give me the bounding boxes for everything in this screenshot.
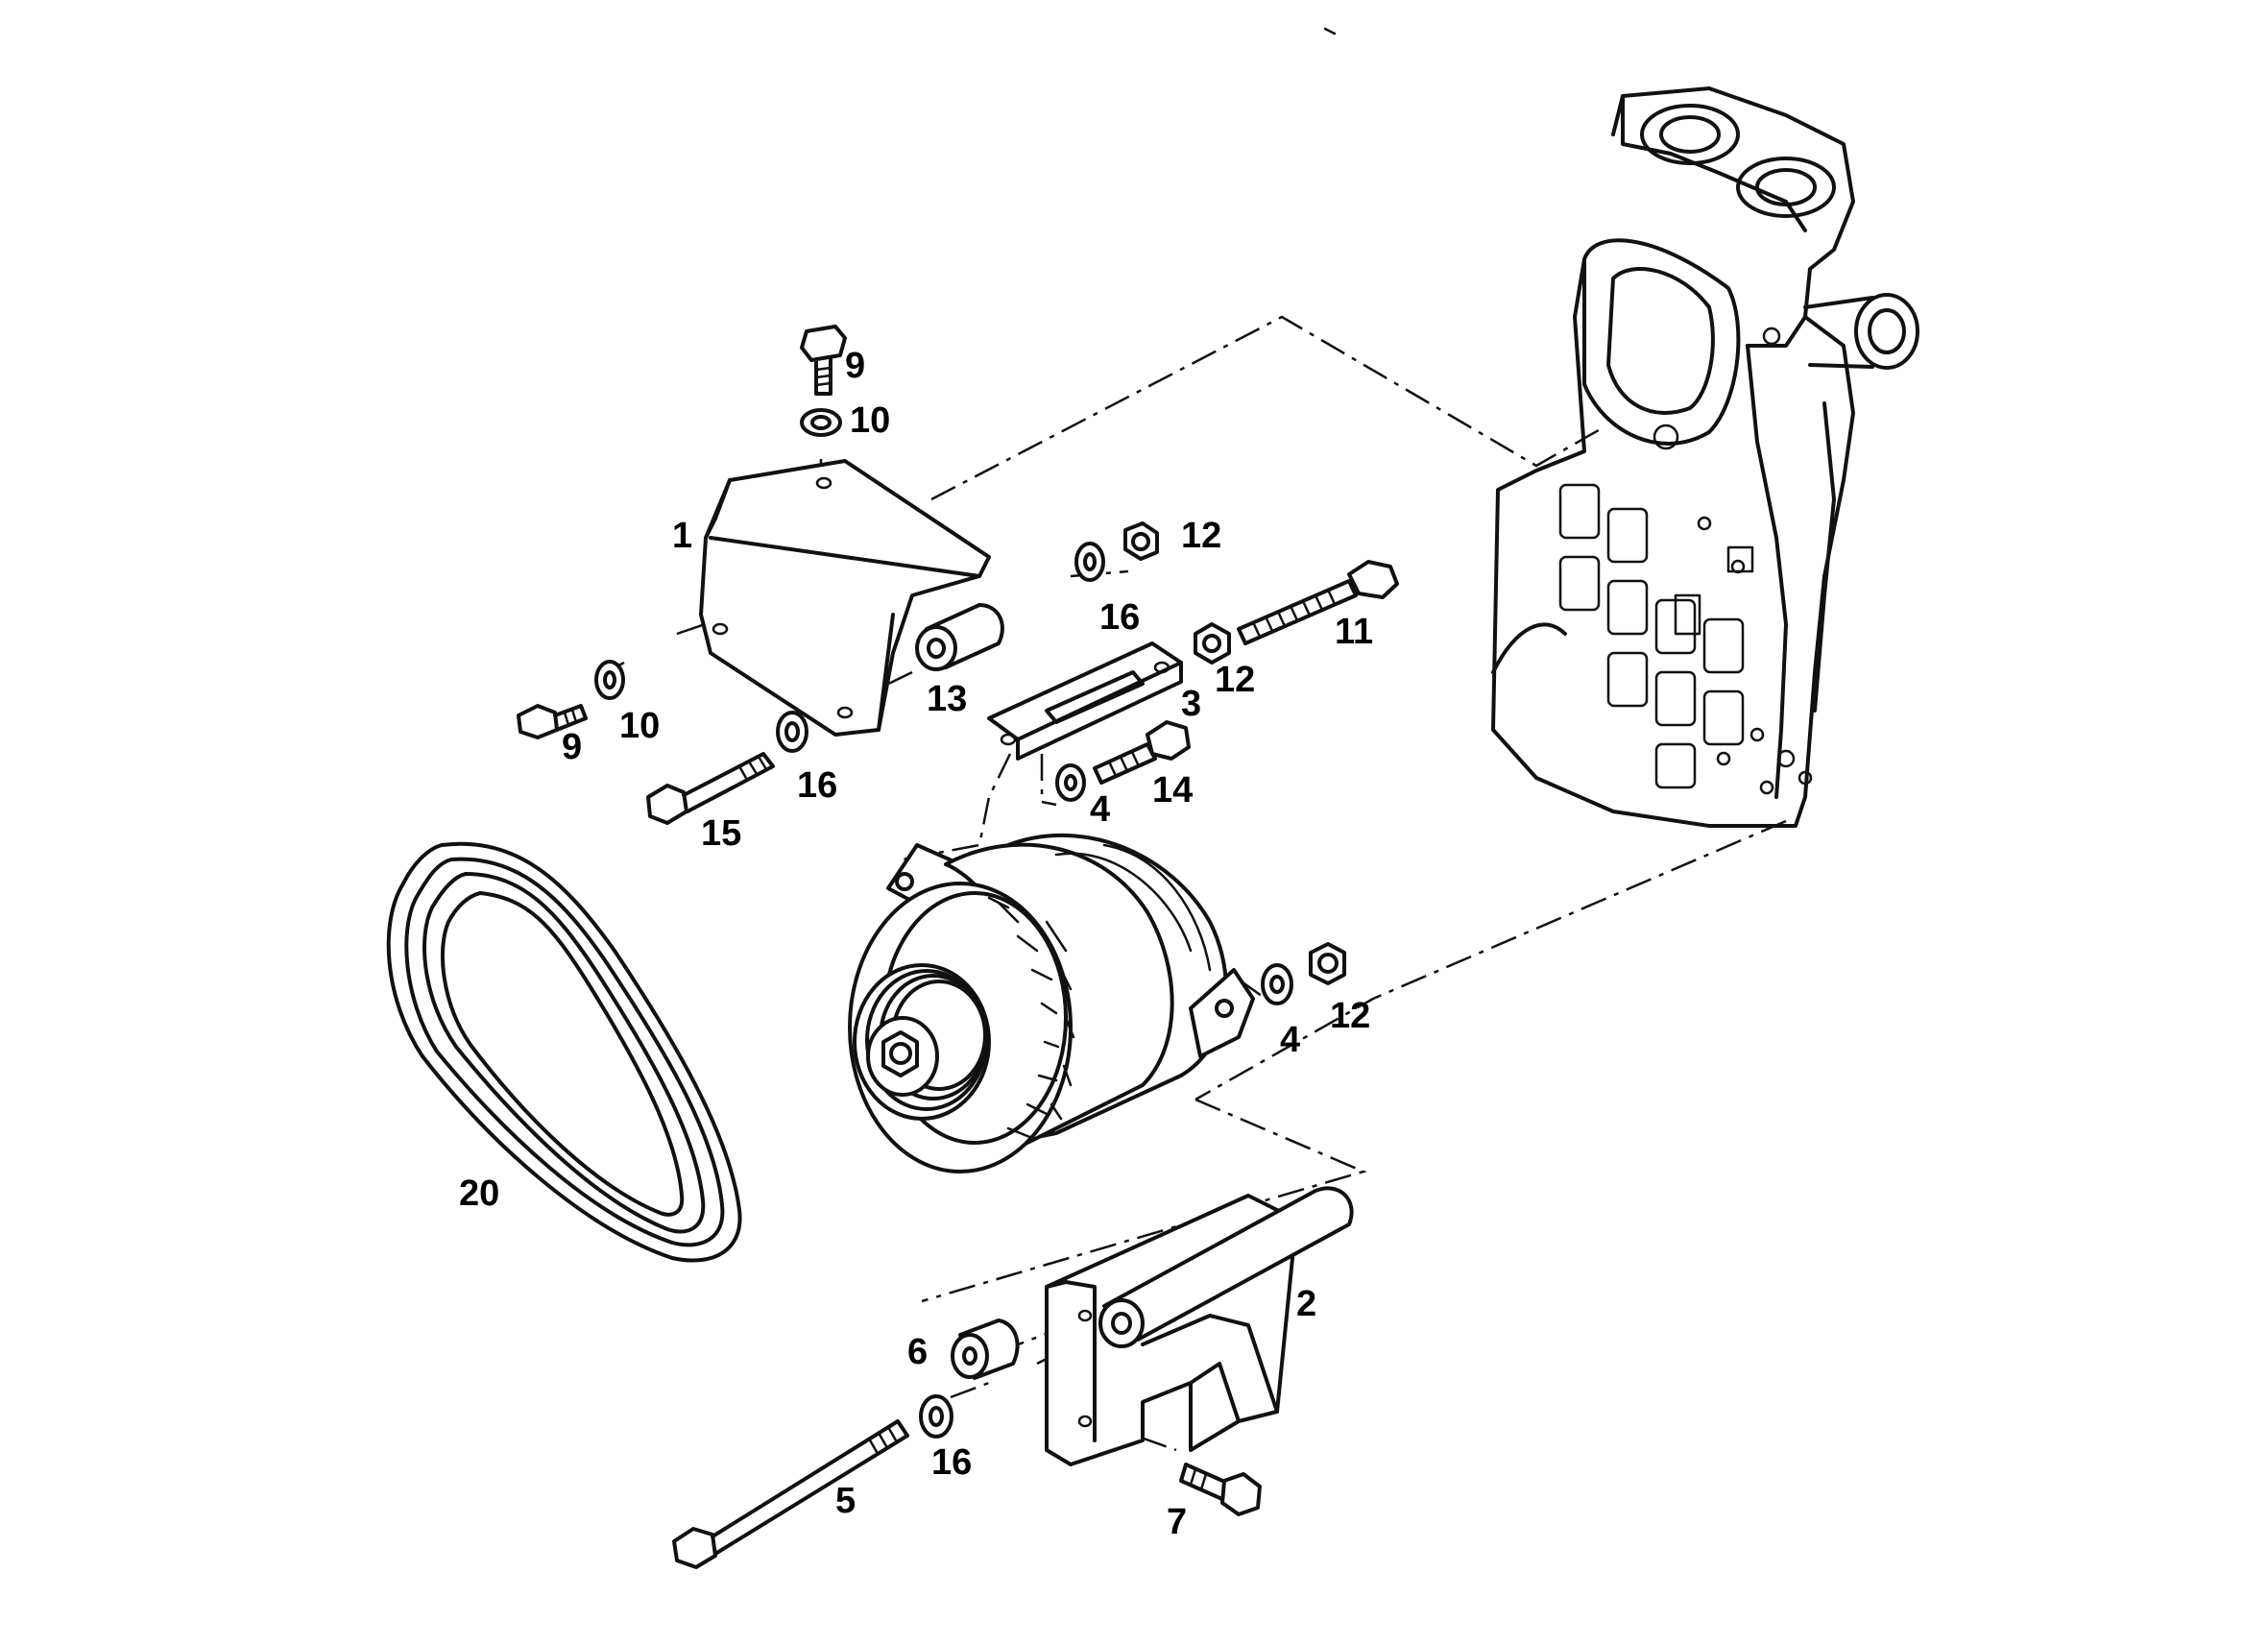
part-labels: 9 10 1 9 10 13 12 16 11 12 3 16 15 4 14 … [459,346,1373,1542]
nut-12-middle [1194,622,1231,665]
label-12-lower: 12 [1330,996,1370,1036]
label-14: 14 [1152,770,1193,810]
label-7: 7 [1167,1502,1187,1542]
label-11: 11 [1335,612,1373,652]
label-4-upper: 4 [1090,789,1110,830]
washer-4-lower [1261,963,1293,1005]
label-3: 3 [1181,684,1201,724]
bolt-5 [672,1419,909,1569]
label-10-left: 10 [619,706,660,746]
nut-12-lower [1309,942,1346,985]
engine-block [1491,86,1919,828]
label-1: 1 [672,516,692,556]
bolt-9-left [517,704,588,739]
label-20: 20 [459,1173,499,1214]
label-6: 6 [907,1332,928,1372]
bolt-11 [1237,560,1399,645]
support-bracket-2 [1045,1186,1354,1466]
alternator [848,833,1255,1173]
stray-mark [1323,27,1337,36]
label-5: 5 [835,1481,856,1521]
washer-16-left [776,711,808,753]
label-12-middle: 12 [1215,660,1255,700]
label-10-top: 10 [850,400,890,441]
label-16-lower: 16 [931,1442,972,1483]
bolt-14 [1093,720,1191,785]
label-13: 13 [927,679,967,719]
label-9-top: 9 [845,346,865,386]
adjusting-link-3 [987,641,1183,761]
label-15: 15 [701,813,741,854]
label-16-left: 16 [797,765,837,806]
bolt-7 [1179,1463,1262,1516]
drive-belt-20 [386,841,742,1263]
washer-10-left [594,660,625,700]
label-9-left: 9 [562,727,582,767]
label-16-upper: 16 [1099,597,1140,638]
nut-12-upper [1123,521,1159,561]
washer-10-top [800,408,842,437]
washer-16-upper [1074,542,1105,582]
washer-16-lower [919,1394,953,1439]
spacer-6 [951,1318,1020,1380]
sleeve-13 [915,603,1004,671]
bolt-9-top [800,325,847,396]
bolt-15 [646,752,775,825]
washer-4-upper [1055,763,1086,802]
label-4-lower: 4 [1280,1020,1300,1060]
label-2: 2 [1296,1284,1316,1324]
bracket-1 [699,459,991,737]
label-12-upper: 12 [1181,516,1221,556]
